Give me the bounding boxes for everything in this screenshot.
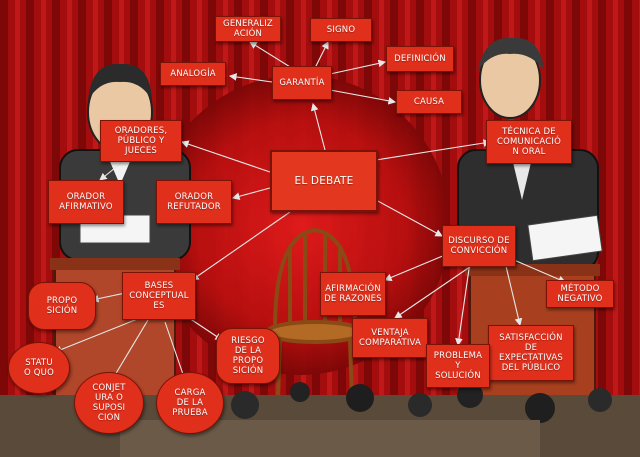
node-oradores: ORADORES, PÚBLICO Y JUECES (100, 120, 182, 162)
node-generalizacion: GENERALIZ ACIÓN (215, 16, 281, 42)
node-statu-quo: STATU O QUO (8, 342, 70, 394)
node-bases: BASES CONCEPTUAL ES (122, 272, 196, 320)
node-orador-afirmativo: ORADOR AFIRMATIVO (48, 180, 124, 224)
node-el-debate: EL DEBATE (270, 150, 378, 212)
microphones-icon (0, 380, 640, 457)
node-satisfaccion: SATISFACCIÓN DE EXPECTATIVAS DEL PÚBLICO (488, 325, 574, 381)
node-orador-refutador: ORADOR REFUTADOR (156, 180, 232, 224)
node-conjetura: CONJET URA O SUPOSI CION (74, 372, 144, 434)
node-signo: SIGNO (310, 18, 372, 42)
node-problema: PROBLEMA Y SOLUCIÓN (426, 344, 490, 388)
node-analogia: ANALOGÍA (160, 62, 226, 86)
node-causa: CAUSA (396, 90, 462, 114)
node-garantia: GARANTÍA (272, 66, 332, 100)
node-tecnica: TÉCNICA DE COMUNICACIÓ N ORAL (486, 120, 572, 164)
node-afirmacion: AFIRMACIÓN DE RAZONES (320, 272, 386, 316)
node-carga: CARGA DE LA PRUEBA (156, 372, 224, 434)
node-ventaja: VENTAJA COMPARATIVA (352, 318, 428, 358)
node-riesgo: RIESGO DE LA PROPO SICIÓN (216, 328, 280, 384)
node-proposicion: PROPO SICIÓN (28, 282, 96, 330)
node-metodo: MÉTODO NEGATIVO (546, 280, 614, 308)
node-discurso: DISCURSO DE CONVICCIÓN (442, 225, 516, 267)
node-definicion: DEFINICIÓN (386, 46, 454, 72)
